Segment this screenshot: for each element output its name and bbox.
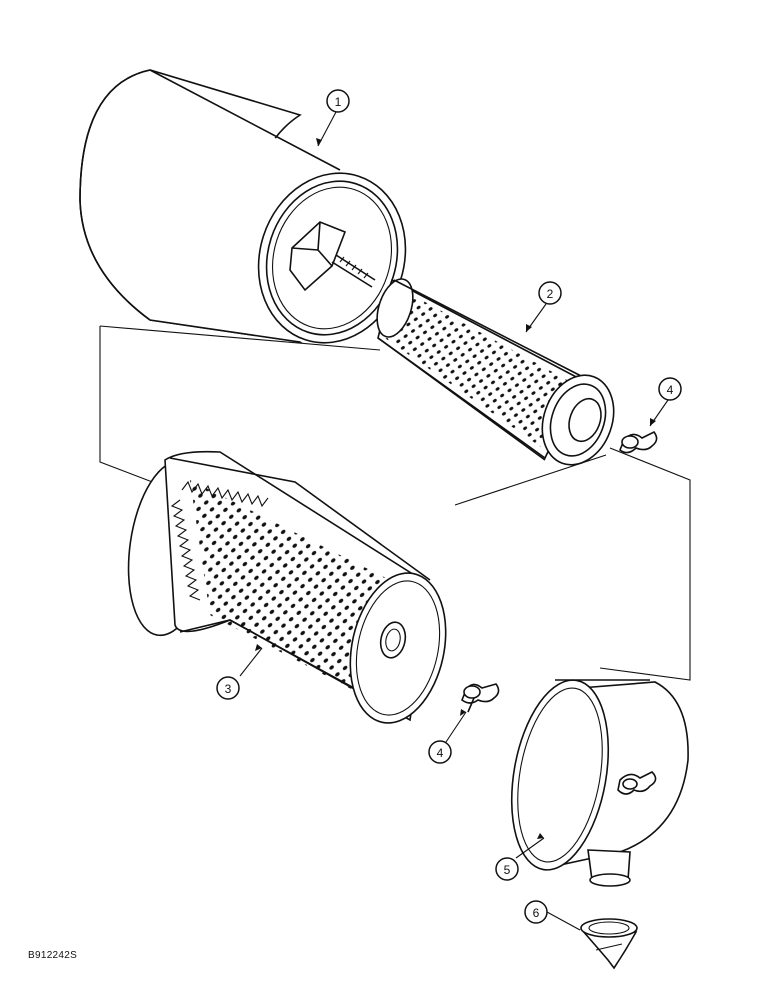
callout-4-lower: 4 <box>428 740 452 764</box>
wing-nut-lower <box>461 683 500 713</box>
air-cleaner-housing <box>79 69 407 344</box>
callout-4-upper-label: 4 <box>667 383 674 397</box>
wing-nut-upper <box>619 430 658 454</box>
callout-6: 6 <box>524 900 548 924</box>
callout-2: 2 <box>538 281 562 305</box>
callout-5: 5 <box>495 857 519 881</box>
callout-1-label: 1 <box>335 95 342 109</box>
callout-1: 1 <box>326 89 350 113</box>
callout-5-label: 5 <box>504 863 511 877</box>
callout-3: 3 <box>216 676 240 700</box>
outer-filter-element <box>127 450 447 724</box>
inner-filter-element <box>376 278 615 466</box>
callout-4-lower-label: 4 <box>437 746 444 760</box>
dust-valve <box>580 918 638 970</box>
callout-3-label: 3 <box>225 682 232 696</box>
end-cover <box>510 679 689 887</box>
figure-reference-code: B912242S <box>28 950 78 961</box>
callout-4-upper: 4 <box>658 377 682 401</box>
leader-lines <box>239 111 669 931</box>
callout-6-label: 6 <box>533 906 540 920</box>
callout-2-label: 2 <box>547 287 554 301</box>
